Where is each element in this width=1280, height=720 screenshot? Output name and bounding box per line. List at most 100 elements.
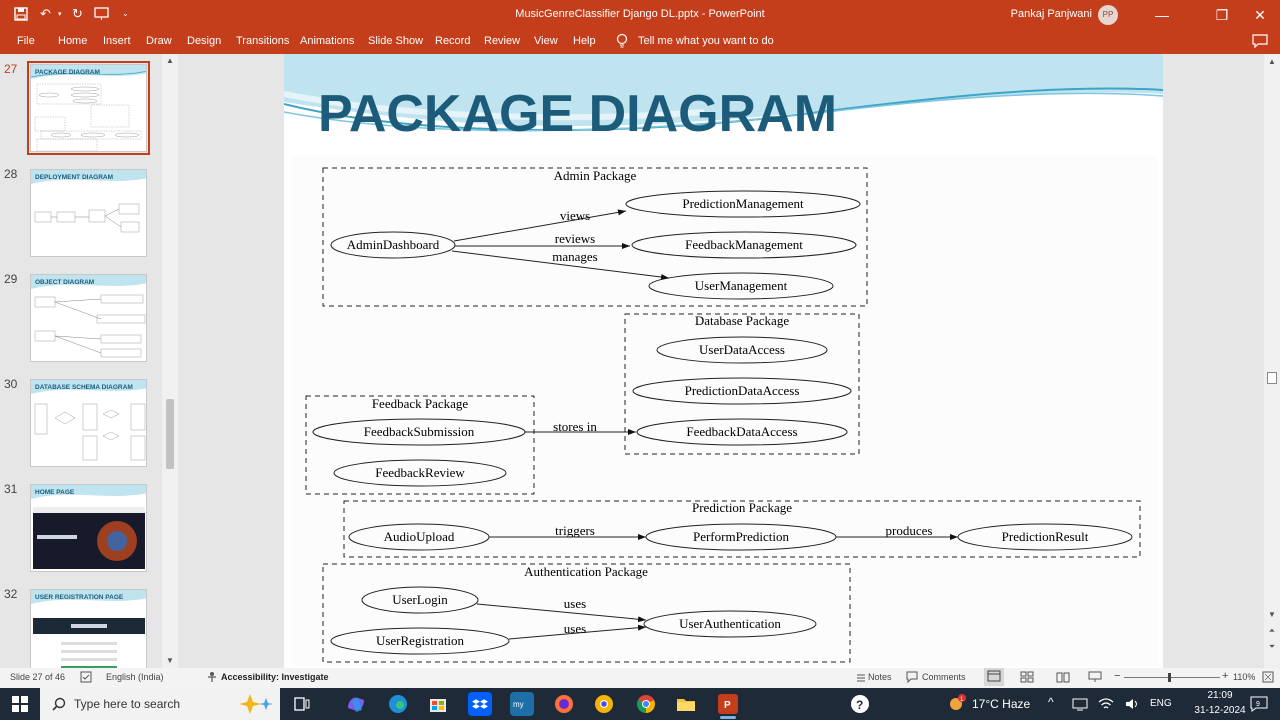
thumbnail-screenshot — [33, 618, 145, 668]
slide-scrollbar[interactable]: ▲ ▼ ⏶ ⏷ — [1264, 54, 1280, 668]
node-outline — [648, 272, 834, 300]
tab-design[interactable]: Design — [187, 35, 222, 47]
undo-dropdown-icon[interactable]: ▾ — [58, 11, 62, 18]
tab-view[interactable]: View — [534, 35, 558, 47]
save-icon[interactable] — [14, 7, 28, 21]
task-view-icon[interactable] — [290, 692, 314, 716]
tab-insert[interactable]: Insert — [103, 35, 131, 47]
edge-label-reviews: reviews — [555, 231, 595, 246]
thumbnail-scrollbar[interactable]: ▲ ▼ — [162, 54, 178, 668]
slide-title[interactable]: PACKAGE DIAGRAM — [318, 85, 838, 143]
lightbulb-icon — [616, 33, 628, 48]
fit-slide-icon[interactable] — [1262, 671, 1274, 683]
zoom-slider-thumb[interactable] — [1168, 673, 1171, 682]
chrome-icon[interactable] — [634, 692, 658, 716]
clock-date[interactable]: 31-12-2024 — [1194, 705, 1246, 716]
scroll-thumb[interactable] — [1267, 372, 1277, 384]
network-icon[interactable] — [1072, 697, 1088, 711]
file-explorer-icon[interactable] — [674, 692, 698, 716]
spellcheck-icon[interactable] — [80, 671, 92, 683]
accessibility-status[interactable]: Accessibility: Investigate — [221, 672, 329, 682]
thumbnail-slide-27[interactable]: PACKAGE DIAGRAM — [27, 61, 150, 155]
wave-banner — [31, 170, 146, 184]
tray-chevron-icon[interactable]: ^ — [1048, 695, 1054, 709]
scroll-up-icon[interactable]: ▲ — [1268, 57, 1276, 66]
thumbnail-slide-31[interactable]: HOME PAGE — [30, 484, 147, 572]
restore-button[interactable]: ❐ — [1215, 7, 1229, 23]
wave-banner — [31, 380, 146, 394]
normal-view-icon[interactable] — [984, 668, 1004, 686]
scroll-down-icon[interactable]: ▼ — [1268, 610, 1276, 619]
scroll-up-icon[interactable]: ▲ — [166, 56, 174, 65]
zoom-slider[interactable] — [1124, 677, 1220, 678]
chrome-canary-icon[interactable] — [592, 692, 616, 716]
firefox-icon[interactable] — [552, 692, 576, 716]
weather-icon[interactable]: 1 — [944, 692, 968, 716]
minimize-button[interactable]: — — [1155, 7, 1169, 23]
package-diagram[interactable]: Admin Package AdminDashboard PredictionM… — [284, 54, 1163, 668]
mysql-workbench-icon[interactable]: my — [510, 692, 534, 716]
zoom-in-icon[interactable]: + — [1222, 670, 1229, 682]
next-slide-icon[interactable]: ⏷ — [1268, 642, 1276, 651]
reading-view-icon[interactable] — [1056, 671, 1070, 683]
help-icon[interactable]: ? — [848, 692, 872, 716]
tab-transitions[interactable]: Transitions — [236, 35, 290, 47]
notes-icon[interactable] — [855, 671, 867, 683]
avatar[interactable]: PP — [1098, 5, 1118, 25]
dropbox-icon[interactable] — [468, 692, 492, 716]
volume-icon[interactable] — [1124, 697, 1140, 711]
thumbnail-slide-30[interactable]: DATABASE SCHEMA DIAGRAM — [30, 379, 147, 467]
wifi-icon[interactable] — [1098, 697, 1114, 711]
tell-me-search[interactable]: Tell me what you want to do — [638, 35, 774, 47]
previous-slide-icon[interactable]: ⏶ — [1268, 626, 1276, 635]
present-icon[interactable] — [94, 7, 110, 21]
tab-record[interactable]: Record — [435, 35, 471, 47]
clock-time[interactable]: 21:09 — [1207, 690, 1233, 701]
language-indicator[interactable]: English (India) — [106, 672, 164, 682]
search-highlight-icon — [239, 694, 273, 714]
slide-sorter-icon[interactable] — [1020, 671, 1034, 683]
accessibility-icon[interactable] — [206, 671, 218, 683]
tab-review[interactable]: Review — [484, 35, 521, 47]
wave-banner — [31, 485, 146, 499]
weather-text[interactable]: 17°C Haze — [972, 697, 1031, 711]
user-name[interactable]: Pankaj Panjwani — [1010, 8, 1092, 20]
slideshow-view-icon[interactable] — [1088, 671, 1102, 683]
tab-help[interactable]: Help — [573, 35, 596, 47]
windows-start-icon[interactable] — [12, 696, 28, 712]
wave-header — [284, 54, 1163, 132]
thumbnail-diagram — [34, 83, 142, 151]
tab-draw[interactable]: Draw — [146, 35, 172, 47]
tab-file[interactable]: File — [17, 35, 35, 47]
zoom-out-icon[interactable]: − — [1114, 670, 1121, 682]
tab-home[interactable]: Home — [58, 35, 88, 47]
search-icon — [52, 697, 66, 711]
notes-button[interactable]: Notes — [868, 672, 892, 682]
edge-label-stores-in: stores in — [553, 419, 597, 434]
undo-icon[interactable]: ↶ — [40, 6, 51, 21]
zoom-level[interactable]: 110% — [1233, 672, 1256, 682]
node-user-login: UserLogin — [392, 592, 448, 607]
tab-animations[interactable]: Animations — [300, 35, 355, 47]
edge-browser-icon[interactable] — [386, 692, 410, 716]
customize-toolbar-icon[interactable]: ⌄ — [122, 9, 129, 18]
input-language[interactable]: ENG — [1150, 698, 1172, 709]
node-feedback-review: FeedbackReview — [375, 465, 465, 480]
tab-slide-show[interactable]: Slide Show — [368, 35, 424, 47]
comments-icon[interactable] — [906, 671, 918, 683]
scroll-down-icon[interactable]: ▼ — [166, 656, 174, 665]
close-button[interactable]: ✕ — [1254, 7, 1266, 23]
powerpoint-icon[interactable]: P — [716, 692, 740, 716]
taskbar-search[interactable]: Type here to search — [40, 688, 280, 720]
microsoft-store-icon[interactable] — [426, 692, 450, 716]
comments-icon[interactable] — [1252, 34, 1268, 48]
slide-canvas[interactable]: PACKAGE DIAGRAM Admin Package AdminDashb… — [284, 54, 1163, 668]
scroll-thumb[interactable] — [166, 399, 174, 469]
thumbnail-slide-32[interactable]: USER REGISTRATION PAGE — [30, 589, 147, 668]
thumbnail-slide-29[interactable]: OBJECT DIAGRAM — [30, 274, 147, 362]
notification-icon[interactable]: 9 — [1250, 696, 1268, 712]
redo-icon[interactable]: ↻ — [72, 6, 83, 21]
thumbnail-slide-28[interactable]: DEPLOYMENT DIAGRAM — [30, 169, 147, 257]
copilot-icon[interactable] — [344, 692, 368, 716]
comments-button[interactable]: Comments — [922, 672, 966, 682]
